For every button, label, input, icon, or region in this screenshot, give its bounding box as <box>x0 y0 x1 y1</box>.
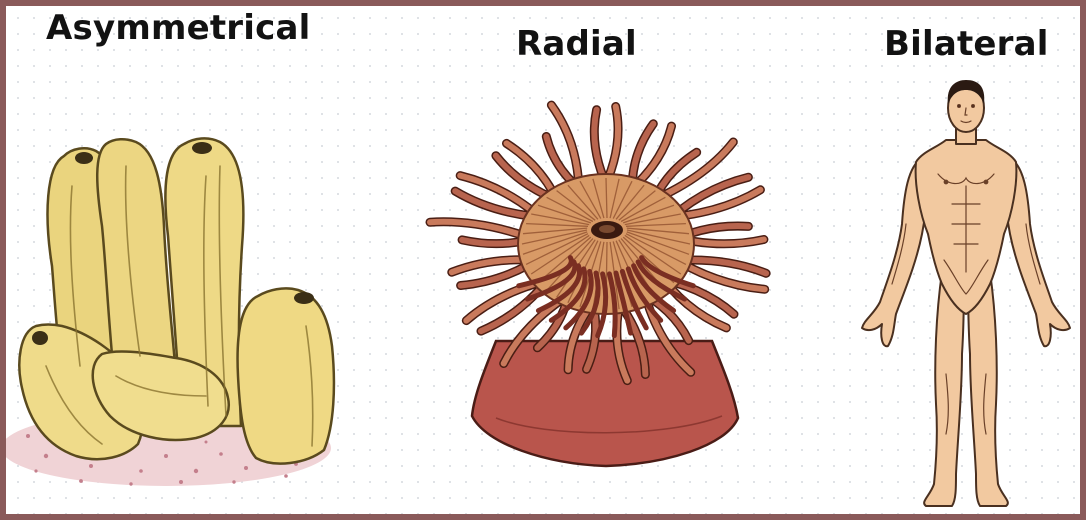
sea-anemone-illustration <box>426 126 786 476</box>
anemone-column <box>472 341 738 466</box>
sponge-tube-right <box>238 288 334 463</box>
diagram-frame: Asymmetrical Radial Bilateral <box>6 6 1080 514</box>
human-figure-illustration <box>846 74 1080 514</box>
sponge-illustration <box>6 126 346 506</box>
label-bilateral: Bilateral <box>884 24 1049 64</box>
label-radial: Radial <box>516 24 637 64</box>
label-asymmetrical: Asymmetrical <box>46 8 310 48</box>
